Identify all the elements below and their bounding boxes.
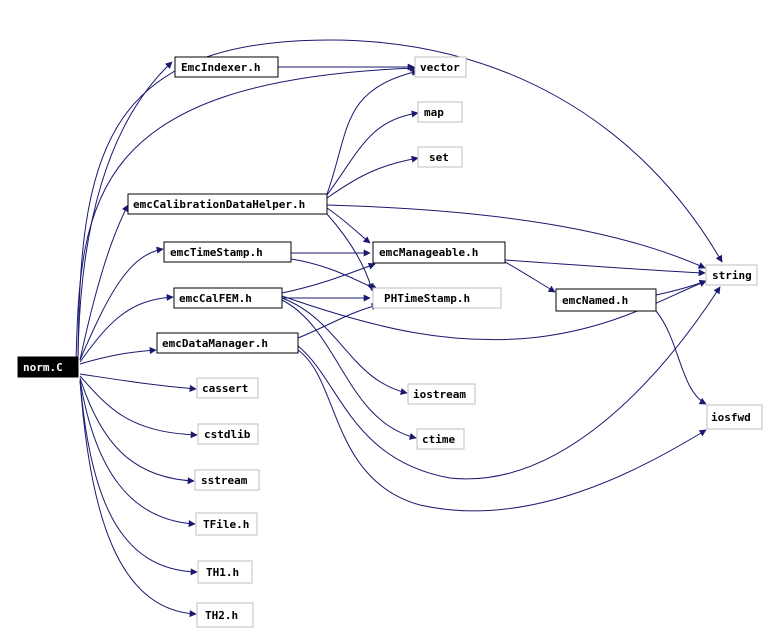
node-timestamp[interactable]: emcTimeStamp.h (163, 241, 292, 263)
edge-norm-to-calfem (79, 293, 174, 363)
edge-norm-to-th2 (79, 379, 197, 618)
node-label: emcCalFEM.h (179, 292, 252, 305)
node-datamanager[interactable]: emcDataManager.h (156, 332, 299, 354)
header-nodes: norm.C EmcIndexer.h vector map set emcCa… (17, 56, 763, 628)
node-label: ctime (422, 433, 455, 446)
node-label: EmcIndexer.h (181, 61, 260, 74)
node-iostream[interactable]: iostream (407, 383, 476, 405)
edge-datamanager-to-string (297, 286, 721, 480)
edge-norm-to-sstream (79, 377, 195, 485)
node-sstream[interactable]: sstream (194, 469, 260, 491)
node-iosfwd[interactable]: iosfwd (706, 404, 763, 430)
edge-calfem-to-manageable (281, 262, 376, 294)
node-label: TFile.h (203, 518, 249, 531)
node-norm-c[interactable]: norm.C (17, 356, 79, 378)
edge-norm-to-string (77, 39, 723, 359)
node-label: sstream (201, 474, 248, 487)
node-map[interactable]: map (417, 101, 463, 123)
edge-norm-to-cstdlib (79, 375, 198, 439)
edge-norm-to-calibhelper (79, 204, 129, 361)
node-string[interactable]: string (705, 264, 758, 286)
edge-calibhelper-to-manageable (326, 207, 371, 244)
node-label: emcDataManager.h (162, 337, 268, 350)
node-label: PHTimeStamp.h (384, 292, 470, 305)
edge-norm-to-tfile (79, 379, 196, 528)
node-label: string (712, 269, 752, 282)
edge-norm-to-datamanager (79, 346, 157, 365)
edge-manageable-to-named (504, 261, 556, 293)
edge-norm-to-emcindexer (77, 61, 173, 359)
node-th1[interactable]: TH1.h (197, 560, 253, 584)
node-label: cassert (202, 382, 248, 395)
edge-calibhelper-to-vector (326, 69, 419, 195)
node-label: vector (420, 61, 460, 74)
node-label: cstdlib (204, 428, 251, 441)
node-tfile[interactable]: TFile.h (195, 512, 258, 536)
node-named[interactable]: emcNamed.h (555, 288, 657, 312)
edge-calibhelper-to-map (326, 110, 419, 196)
node-emcindexer[interactable]: EmcIndexer.h (174, 56, 279, 78)
edge-timestamp-to-phtimestamp (290, 258, 379, 291)
edge-calibhelper-to-string (326, 204, 706, 269)
edge-calfem-to-iostream (281, 297, 408, 396)
edge-norm-to-cassert (79, 373, 197, 392)
node-vector[interactable]: vector (414, 56, 467, 78)
node-set[interactable]: set (417, 146, 463, 168)
edge-named-to-string (655, 279, 707, 296)
node-label: iostream (413, 388, 466, 401)
node-cstdlib[interactable]: cstdlib (197, 423, 259, 445)
edge-norm-to-vector (75, 64, 417, 363)
node-label: emcCalibrationDataHelper.h (133, 198, 305, 211)
edge-norm-to-timestamp (79, 246, 164, 361)
edge-manageable-to-string (504, 259, 706, 277)
node-phtimestamp[interactable]: PHTimeStamp.h (372, 287, 502, 309)
node-label: emcNamed.h (562, 294, 628, 307)
node-label: map (424, 106, 444, 119)
node-label: TH1.h (206, 566, 239, 579)
node-label: set (429, 151, 449, 164)
edge-norm-to-th1 (79, 379, 198, 576)
edge-calibhelper-to-phtimestamp (326, 213, 374, 291)
node-manageable[interactable]: emcManageable.h (372, 241, 506, 264)
node-label: emcTimeStamp.h (170, 246, 263, 259)
dependency-edges (75, 39, 723, 618)
node-th2[interactable]: TH2.h (196, 602, 254, 628)
edge-calibhelper-to-set (326, 155, 419, 199)
edge-named-to-iosfwd (655, 310, 707, 405)
node-calibhelper[interactable]: emcCalibrationDataHelper.h (127, 193, 328, 215)
node-label: norm.C (23, 361, 63, 374)
node-cassert[interactable]: cassert (196, 377, 259, 399)
node-label: iosfwd (711, 411, 751, 424)
node-calfem[interactable]: emcCalFEM.h (173, 287, 283, 309)
node-ctime[interactable]: ctime (416, 428, 465, 450)
edge-datamanager-to-iosfwd (297, 349, 707, 512)
node-label: TH2.h (205, 609, 238, 622)
edge-calfem-to-string (281, 280, 707, 341)
edge-calfem-to-ctime (281, 299, 417, 440)
node-label: emcManageable.h (379, 246, 478, 259)
edge-datamanager-to-phtimestamp (297, 303, 379, 339)
